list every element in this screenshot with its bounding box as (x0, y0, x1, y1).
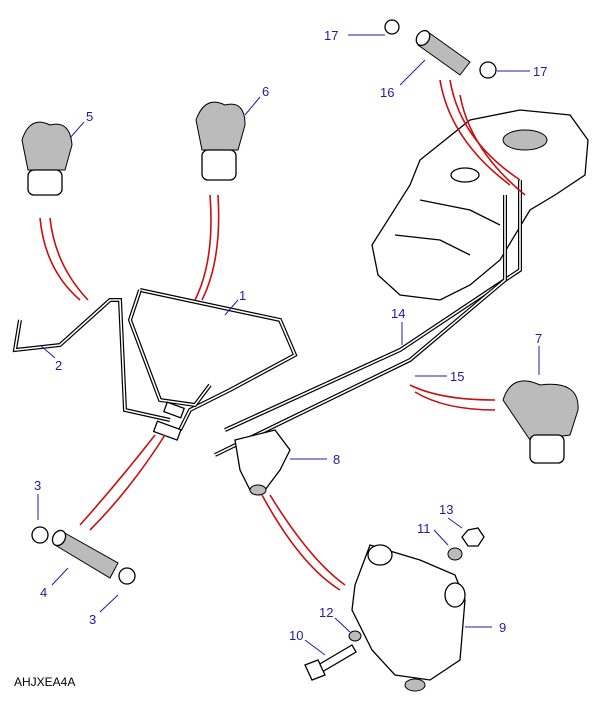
callout-12: 12 (319, 605, 333, 620)
callout-4: 4 (40, 585, 47, 600)
hose-clamp (31, 526, 49, 544)
leader-lines (37, 34, 540, 656)
nut (461, 527, 485, 547)
fuel-filter (351, 544, 466, 692)
hose (51, 529, 119, 579)
callout-7: 7 (535, 331, 542, 346)
pipe-clip (21, 121, 73, 196)
callout-11: 11 (417, 521, 431, 536)
washer (348, 630, 362, 642)
fuel-pipes (12, 180, 522, 457)
hose-clamp (384, 19, 400, 35)
callouts: 17 17 16 5 6 1 2 14 15 7 8 3 4 3 13 11 1… (34, 28, 547, 643)
pipe-clip (502, 380, 579, 464)
washer (447, 547, 463, 561)
callout-6: 6 (262, 84, 269, 99)
diagram-code: AHJXEA4A (14, 675, 75, 689)
callout-3: 3 (89, 612, 96, 627)
bolt (304, 644, 357, 681)
pipe-clip (195, 101, 246, 181)
callout-5: 5 (86, 109, 93, 124)
link-lines (39, 79, 526, 591)
callout-3: 3 (34, 478, 41, 493)
hose-clamp (118, 567, 136, 585)
callout-14: 14 (391, 306, 405, 321)
callout-13: 13 (439, 502, 453, 517)
callout-17: 17 (324, 28, 338, 43)
callout-16: 16 (380, 85, 394, 100)
fuel-tank (371, 109, 589, 301)
hose-clamp (479, 61, 497, 79)
callout-15: 15 (450, 369, 464, 384)
hose (415, 29, 471, 76)
inline-filter (234, 429, 291, 496)
callout-10: 10 (289, 628, 303, 643)
callout-17: 17 (533, 64, 547, 79)
callout-9: 9 (499, 620, 506, 635)
callout-1: 1 (239, 288, 246, 303)
callout-2: 2 (55, 358, 62, 373)
callout-8: 8 (333, 452, 340, 467)
